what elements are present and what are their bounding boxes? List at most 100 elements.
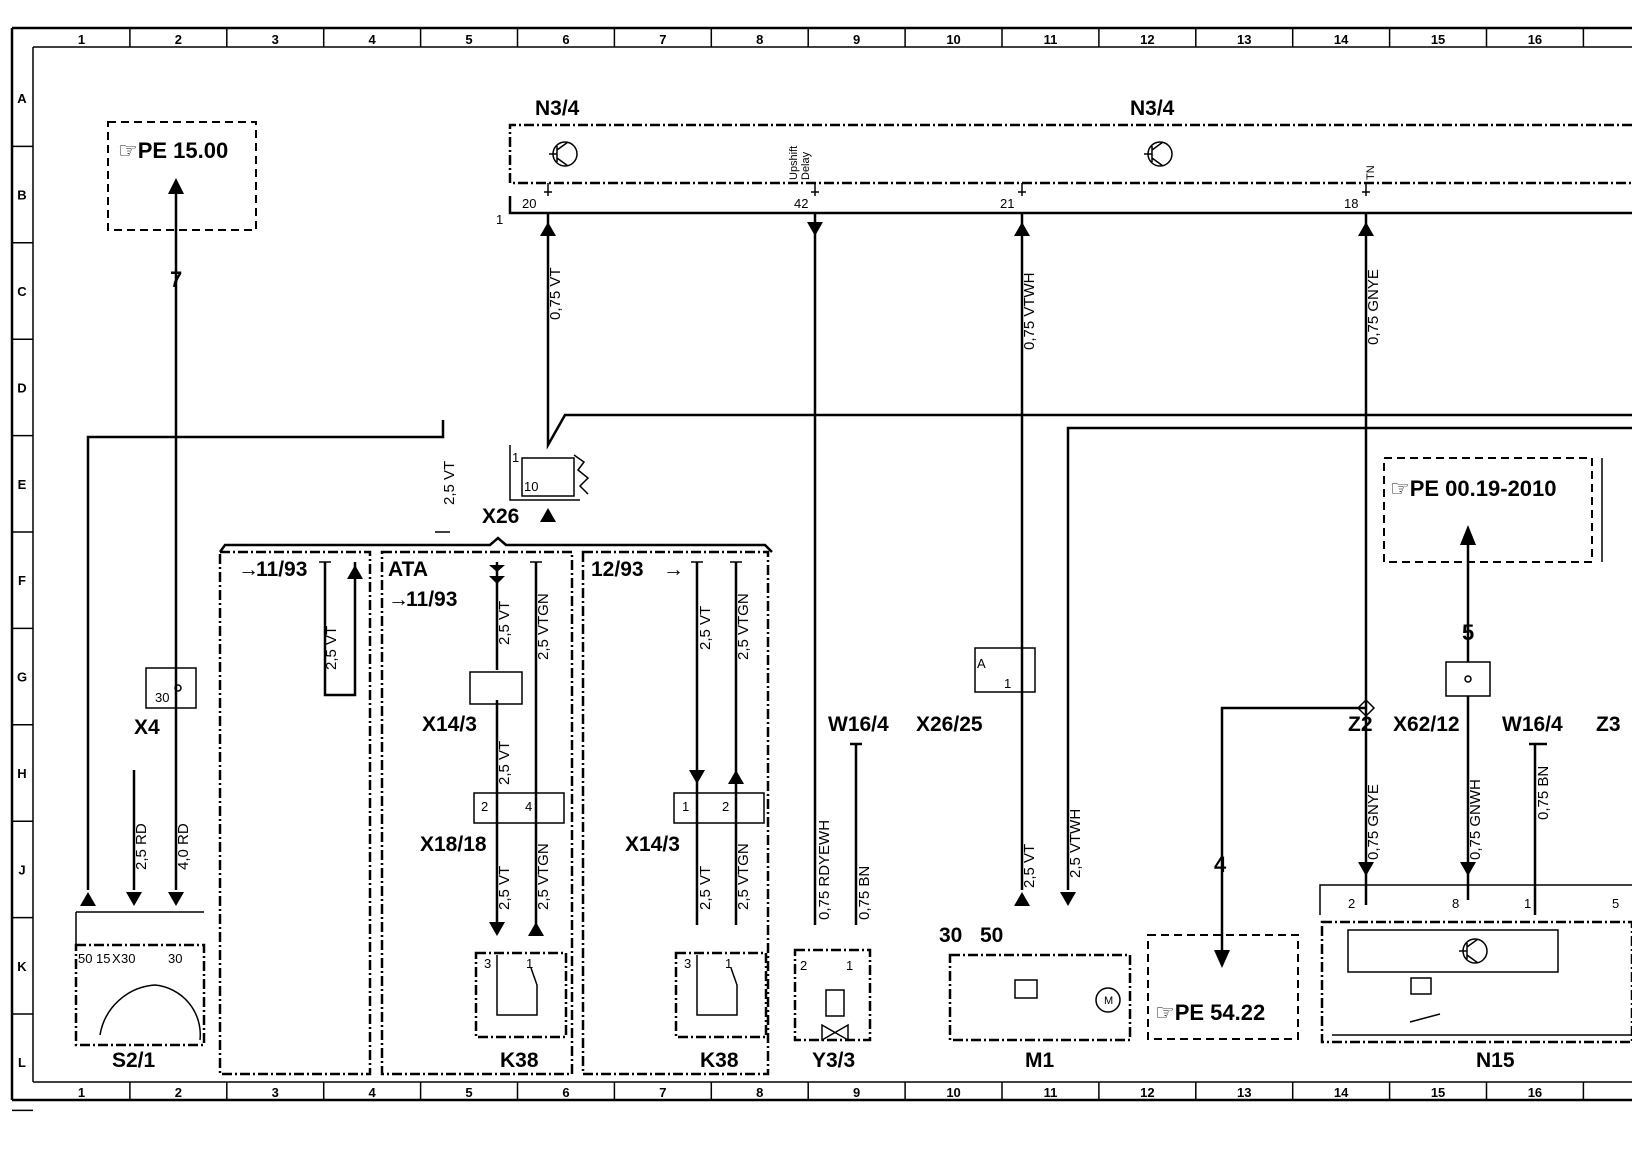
ruler-column-label: 16 bbox=[1528, 1085, 1542, 1100]
ruler-column-label: 13 bbox=[1237, 32, 1251, 47]
component-label: K38 bbox=[700, 1049, 739, 1072]
arrow-number: 4 bbox=[1214, 852, 1227, 877]
pin-label: 5 bbox=[1612, 896, 1619, 911]
pin-label: 50 bbox=[980, 924, 1003, 947]
pin-label: 3 bbox=[684, 956, 691, 971]
wire-label: 2,5 VTGN bbox=[535, 843, 552, 910]
arrow-number: 7 bbox=[170, 267, 182, 292]
ruler-column-label: 15 bbox=[1431, 1085, 1445, 1100]
ruler-column-label: 1 bbox=[78, 1085, 85, 1100]
component-label: X4 bbox=[134, 716, 160, 739]
pin-label: 1 bbox=[725, 956, 732, 971]
pin-label: 4 bbox=[525, 799, 532, 814]
variant-label: 11/93 bbox=[256, 558, 307, 581]
wire-label: 2,5 VT bbox=[496, 741, 513, 785]
wire-label: 2,5 VT bbox=[697, 866, 714, 910]
ruler-row-label: H bbox=[17, 766, 26, 781]
ruler-column-label: 8 bbox=[756, 1085, 763, 1100]
ruler-row-label: D bbox=[17, 380, 26, 395]
component-label: Y3/3 bbox=[812, 1049, 855, 1072]
delay-label: Delay bbox=[800, 151, 812, 180]
ecu-label-right: N3/4 bbox=[1130, 97, 1175, 120]
pin-label: 1 bbox=[1004, 676, 1011, 691]
variant-label: 11/93 bbox=[406, 588, 457, 611]
pin-label: 8 bbox=[1452, 896, 1459, 911]
ruler-column-label: 16 bbox=[1528, 32, 1542, 47]
upshift-label: Upshift bbox=[788, 146, 800, 180]
ruler-column-label: 15 bbox=[1431, 32, 1445, 47]
ruler-column-label: 11 bbox=[1044, 32, 1058, 47]
component-label: X26 bbox=[482, 505, 519, 528]
ref-pe-54-22: ☞PE 54.22 4 bbox=[1147, 706, 1366, 1040]
pin-label: 2 bbox=[722, 799, 729, 814]
component-label: X14/3 bbox=[422, 713, 477, 736]
frame bbox=[10, 26, 1632, 1102]
component-label: X14/3 bbox=[625, 833, 680, 856]
ruler-column-label: 6 bbox=[562, 1085, 569, 1100]
wire-label: 2,5 RD bbox=[133, 823, 150, 870]
ruler-column-label: 3 bbox=[272, 1085, 279, 1100]
ruler-column-label: 12 bbox=[1140, 1085, 1154, 1100]
ruler-column-label: 10 bbox=[946, 32, 960, 47]
component-label: Z3 bbox=[1596, 713, 1621, 736]
pin-label: 1 bbox=[846, 958, 853, 973]
module-n15: ☞PE 00.19-2010 5 Z2 X62/12 W16/4 Z3 0,75… bbox=[1319, 457, 1632, 1072]
bus-number: 1 bbox=[496, 212, 503, 227]
pin-label: 30 bbox=[155, 690, 169, 705]
wire-label: 0,75 VTWH bbox=[1021, 272, 1038, 350]
ruler-row-label: L bbox=[18, 1055, 26, 1070]
ruler-row-label: J bbox=[18, 862, 25, 877]
pin-label: 10 bbox=[524, 479, 538, 494]
ecu-label-left: N3/4 bbox=[535, 97, 580, 120]
ruler-column-label: 14 bbox=[1334, 32, 1349, 47]
ruler-row-label: B bbox=[17, 188, 26, 203]
ecu-n3-4: N3/4 N3/4 Upshift Delay TN 1 20 42 21 18 bbox=[496, 97, 1632, 227]
ruler-column-label: 3 bbox=[272, 32, 279, 47]
pin-label: 1 bbox=[1524, 896, 1531, 911]
wire-label: 2,5 VT bbox=[496, 601, 513, 645]
pin-label: A bbox=[977, 656, 986, 671]
pin-label: 2 bbox=[481, 799, 488, 814]
ruler-column-label: 5 bbox=[465, 1085, 472, 1100]
component-label: N15 bbox=[1476, 1049, 1515, 1072]
valve-y3-3: W16/4 0,75 BN 2 1 Y3/3 bbox=[793, 713, 889, 1072]
wire-label: 2,5 VT bbox=[496, 866, 513, 910]
component-label: K38 bbox=[500, 1049, 539, 1072]
motor-icon: M bbox=[1104, 995, 1113, 1007]
ruler-column-label: 2 bbox=[175, 1085, 182, 1100]
variant-boxes: → 11/93 ATA → 11/93 12/93 → 2,5 VT 2,5 V… bbox=[218, 550, 770, 1076]
component-label: M1 bbox=[1025, 1049, 1054, 1072]
ruler-column-label: 12 bbox=[1140, 32, 1154, 47]
component-label: S2/1 bbox=[112, 1049, 156, 1072]
wire-label: 2,5 VT bbox=[697, 606, 714, 650]
ruler-column-label: 2 bbox=[175, 32, 182, 47]
wire-label: 2,5 VT bbox=[1021, 844, 1038, 888]
ruler-column-label: 7 bbox=[659, 1085, 666, 1100]
ruler-column-label: 13 bbox=[1237, 1085, 1251, 1100]
component-label: X18/18 bbox=[420, 833, 487, 856]
ruler-row-label: K bbox=[17, 959, 27, 974]
wire-label: 0,75 VT bbox=[547, 267, 564, 320]
pin-label: 15 bbox=[96, 951, 110, 966]
component-label: W16/4 bbox=[1502, 713, 1563, 736]
reference-label: ☞PE 15.00 bbox=[118, 138, 228, 163]
ruler-row-label: A bbox=[17, 91, 27, 106]
ruler-column-label: 4 bbox=[369, 32, 377, 47]
wire-label: 2,5 VTGN bbox=[735, 593, 752, 660]
pin-label: 3 bbox=[484, 956, 491, 971]
arrow-number: 5 bbox=[1462, 620, 1474, 645]
pin-label: 30 bbox=[121, 951, 135, 966]
ruler-column-label: 14 bbox=[1334, 1085, 1349, 1100]
wire-label: 0,75 GNWH bbox=[1467, 779, 1484, 860]
pin-label: 30 bbox=[168, 951, 182, 966]
wire-label: 0,75 BN bbox=[1535, 766, 1552, 820]
wire-label: 2,5 VTWH bbox=[1067, 809, 1084, 878]
ruler-column-label: 1 bbox=[78, 32, 85, 47]
pin-label: 2 bbox=[1348, 896, 1355, 911]
ruler-row-label: G bbox=[17, 670, 27, 685]
ruler-row-label: C bbox=[17, 284, 27, 299]
wire-label: 2,5 VT bbox=[323, 626, 340, 670]
pin-label: 18 bbox=[1344, 196, 1358, 211]
ruler-column-label: 9 bbox=[853, 32, 860, 47]
